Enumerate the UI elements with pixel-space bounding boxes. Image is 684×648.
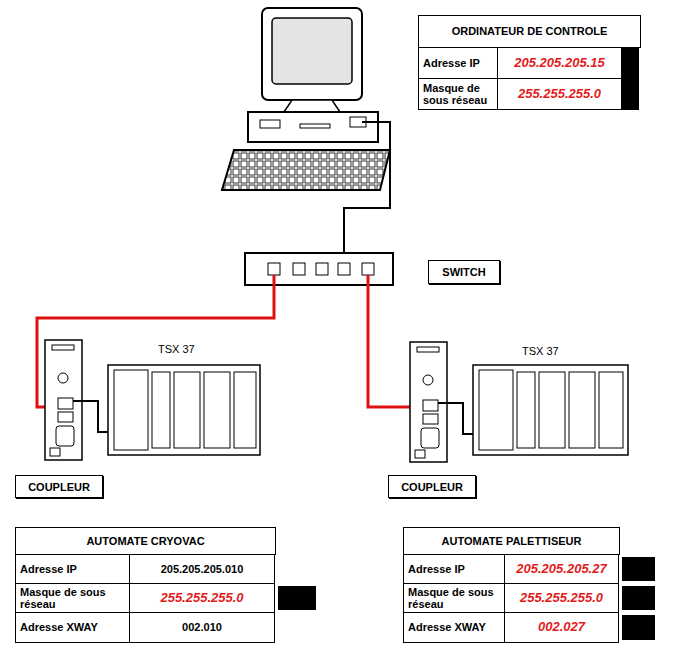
label-box: SWITCH [428, 260, 500, 284]
drive-slot [300, 124, 330, 128]
table-title: AUTOMATE PALETTISEUR [403, 527, 620, 555]
plc-module [204, 372, 230, 448]
field-label-cell: Masque de sous réseau [418, 78, 498, 110]
coupler-port [423, 414, 438, 424]
black-marker [622, 615, 655, 639]
switch-body [245, 253, 393, 285]
coupler-port [423, 400, 438, 411]
coupler-led [52, 345, 74, 350]
monitor [262, 8, 362, 100]
coupler-button [58, 373, 68, 383]
table-title-text: AUTOMATE CRYOVAC [86, 535, 204, 547]
coupler-led [417, 347, 439, 352]
field-value-cell: 002.027 [504, 612, 619, 642]
plc-module [599, 372, 623, 448]
coupler-port [58, 398, 73, 409]
plc-module [569, 372, 595, 448]
table-title-text: ORDINATEUR DE CONTROLE [452, 25, 608, 37]
field-label: Masque de sous réseau [423, 82, 493, 106]
field-value-cell: 205.205.205.010 [129, 554, 275, 584]
switch-port [362, 263, 374, 275]
plc-rack [473, 365, 628, 455]
keyboard [222, 150, 390, 190]
coupler-connector [56, 426, 74, 446]
table-title-text: AUTOMATE PALETTISEUR [442, 535, 582, 547]
plc-model-label: TSX 37 [522, 345, 559, 357]
field-value: 255.255.255.0 [520, 591, 603, 605]
plc-module [114, 370, 148, 450]
plc-module [174, 372, 200, 448]
label-box-text: COUPLEUR [401, 481, 463, 493]
coupler-port [58, 412, 73, 422]
field-value: 255.255.255.0 [518, 87, 601, 101]
field-label-cell: Masque de sous réseau [15, 583, 130, 613]
plc-module [517, 372, 535, 448]
field-label: Adresse IP [423, 57, 480, 69]
field-value-cell: 255.255.255.0 [497, 78, 622, 110]
field-label: Adresse IP [408, 563, 465, 575]
field-value: 255.255.255.0 [160, 591, 243, 605]
switch-port [268, 263, 280, 275]
field-value-cell: 205.205.205.27 [504, 554, 619, 584]
field-label-cell: Masque de sous réseau [403, 583, 505, 613]
field-label-cell: Adresse XWAY [403, 612, 505, 642]
black-marker [622, 557, 655, 581]
red-cable [368, 275, 416, 407]
field-label: Masque de sous réseau [20, 586, 125, 610]
label-box: COUPLEUR [388, 475, 476, 498]
drive-slot [260, 120, 280, 128]
field-label-cell: Adresse XWAY [15, 612, 130, 642]
computer-case [248, 112, 378, 142]
field-value: 205.205.205.15 [514, 56, 604, 70]
field-value-cell: 255.255.255.0 [129, 583, 275, 613]
ethernet-cable [344, 122, 390, 266]
field-label: Adresse XWAY [20, 621, 98, 633]
black-marker [278, 586, 316, 610]
field-value: 002.010 [182, 621, 222, 633]
field-value: 205.205.205.27 [516, 562, 606, 576]
coupler-switch [50, 448, 60, 456]
field-label-cell: Adresse IP [418, 47, 498, 79]
plc-module [152, 372, 170, 448]
field-label: Adresse IP [20, 563, 77, 575]
label-box-text: SWITCH [442, 266, 485, 278]
field-value-cell: 205.205.205.15 [497, 47, 622, 79]
plc-rack [108, 365, 260, 455]
field-value: 205.205.205.010 [161, 563, 244, 575]
coupler-connector [421, 428, 439, 448]
black-marker [621, 47, 639, 79]
plc-module [539, 372, 565, 448]
field-value-cell: 255.255.255.0 [504, 583, 619, 613]
switch-port [316, 263, 328, 275]
monitor-screen [272, 18, 352, 84]
field-label-cell: Adresse IP [15, 554, 130, 584]
field-label: Masque de sous réseau [408, 586, 500, 610]
label-box: COUPLEUR [15, 475, 103, 498]
plc-module [479, 370, 513, 450]
switch-port [293, 263, 305, 275]
field-value: 002.027 [538, 620, 585, 634]
black-marker [621, 78, 639, 110]
plc-model-label: TSX 37 [158, 343, 195, 355]
field-label-cell: Adresse IP [403, 554, 505, 584]
field-value-cell: 002.010 [129, 612, 275, 642]
monitor-stand [284, 100, 340, 112]
label-box-text: COUPLEUR [28, 481, 90, 493]
switch-port [338, 263, 350, 275]
plc-module [234, 372, 256, 448]
coupler-button [423, 375, 433, 385]
field-label: Adresse XWAY [408, 621, 486, 633]
black-marker [622, 586, 655, 610]
table-title: ORDINATEUR DE CONTROLE [418, 15, 641, 48]
coupler-switch [415, 450, 425, 458]
table-title: AUTOMATE CRYOVAC [15, 527, 276, 555]
